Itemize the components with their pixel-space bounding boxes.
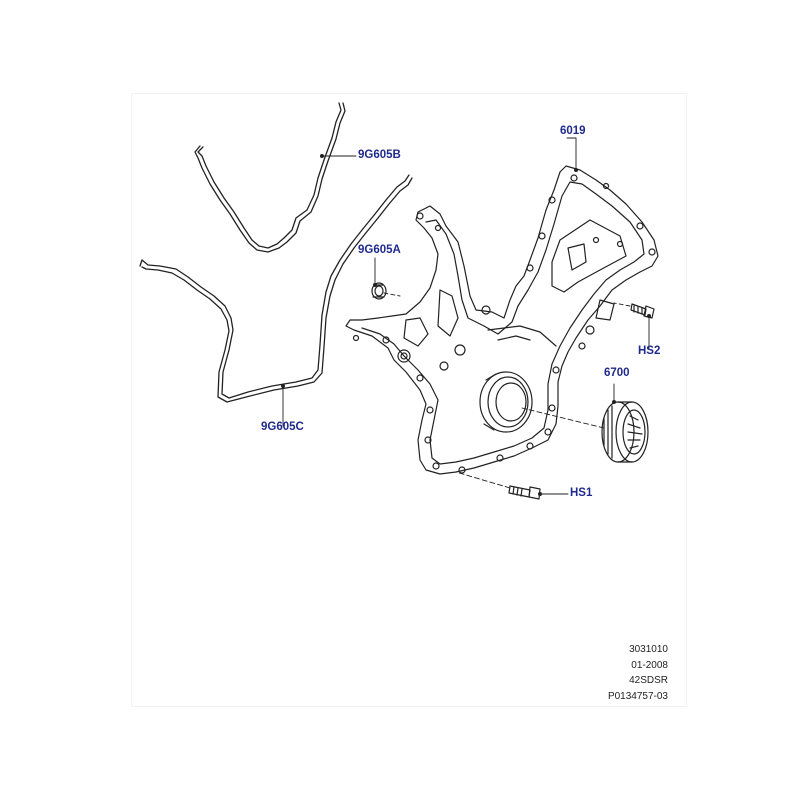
- gasket-9g605b-drawing: [194, 102, 346, 253]
- callout-9g605b: 9G605B: [358, 149, 401, 161]
- reference-part: P0134757-03: [607, 690, 668, 702]
- callout-hs1: HS1: [570, 487, 593, 499]
- pulley-6700-drawing: [601, 401, 649, 463]
- callout-9g605a: 9G605A: [358, 244, 401, 256]
- reference-code: 3031010: [629, 644, 668, 655]
- reference-block: 3031010 01-2008 42SDSR P0134757-03: [608, 642, 668, 704]
- seal-9g605a-drawing: [371, 282, 387, 300]
- leader-dots: [281, 154, 651, 496]
- reference-model: 42SDSR: [629, 675, 668, 686]
- bolt-hs1-drawing: [508, 485, 541, 500]
- callout-6019: 6019: [560, 125, 586, 137]
- reference-date: 01-2008: [631, 659, 668, 671]
- front-cover-6019-drawing: [345, 165, 659, 475]
- gasket-9g605c-drawing: [139, 174, 413, 403]
- leader-lines: [282, 137, 650, 495]
- bolt-hs2-drawing: [630, 303, 655, 319]
- callout-hs2: HS2: [638, 345, 661, 357]
- callout-9g605c: 9G605C: [261, 421, 304, 433]
- callout-6700: 6700: [604, 367, 630, 379]
